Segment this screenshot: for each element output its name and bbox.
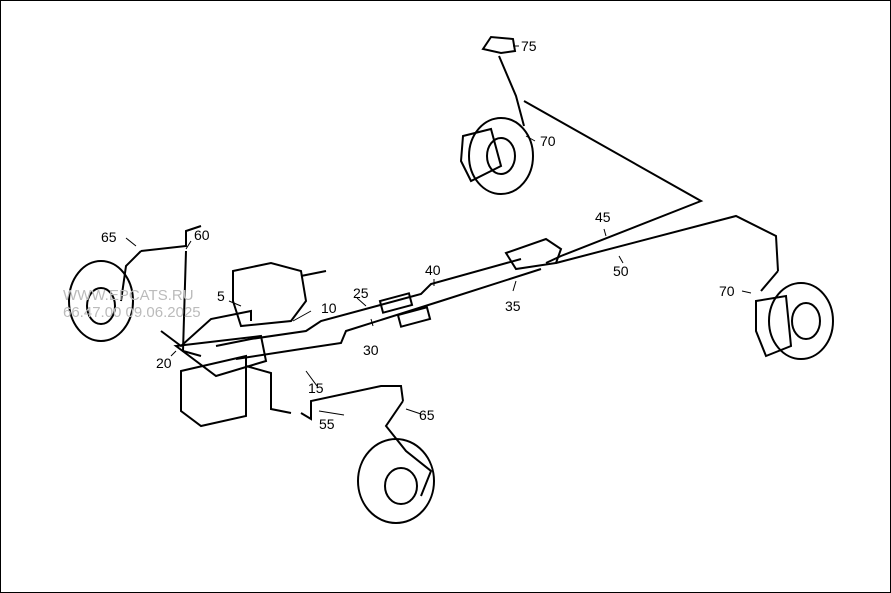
part-label-50: 50 xyxy=(613,263,629,279)
part-label-35: 35 xyxy=(505,298,521,314)
rear-right-disc xyxy=(768,282,834,360)
abs-unit xyxy=(180,354,247,428)
brake-line-40-25 xyxy=(215,258,522,347)
part-label-30: 30 xyxy=(363,342,379,358)
part-label-45: 45 xyxy=(595,209,611,225)
brake-line-15-55 xyxy=(245,365,404,421)
rear-left-caliper xyxy=(459,127,503,183)
brake-booster xyxy=(232,261,308,328)
connector-25 xyxy=(378,292,414,314)
front-right-disc xyxy=(357,438,435,524)
part-label-15: 15 xyxy=(308,380,324,396)
brake-line-35-30 xyxy=(235,268,542,360)
brake-line-50 xyxy=(555,214,779,272)
part-label-70-rear-right: 70 xyxy=(719,283,735,299)
part-label-40: 40 xyxy=(425,262,441,278)
part-label-65-front-left: 65 xyxy=(101,229,117,245)
part-label-75: 75 xyxy=(521,38,537,54)
part-label-20: 20 xyxy=(156,355,172,371)
connector-30 xyxy=(396,306,432,328)
part-label-10: 10 xyxy=(321,300,337,316)
part-label-70-rear-left: 70 xyxy=(540,133,556,149)
valve-body xyxy=(504,237,563,271)
rear-left-disc xyxy=(468,117,534,195)
brake-line-70-top xyxy=(498,55,525,127)
watermark-site: WWW.EPCATS.RU xyxy=(63,287,194,304)
part-label-60: 60 xyxy=(194,227,210,243)
part-label-5: 5 xyxy=(217,288,225,304)
bracket-75 xyxy=(481,35,517,55)
brake-line-20 xyxy=(160,309,252,348)
brake-line-45 xyxy=(523,100,704,264)
rear-right-caliper xyxy=(755,294,793,358)
watermark-date: 66.47.00 09.06.2025 xyxy=(63,304,201,321)
part-label-55: 55 xyxy=(319,416,335,432)
front-left-disc xyxy=(68,260,134,342)
part-label-25: 25 xyxy=(353,285,369,301)
part-label-65-front-right: 65 xyxy=(419,407,435,423)
